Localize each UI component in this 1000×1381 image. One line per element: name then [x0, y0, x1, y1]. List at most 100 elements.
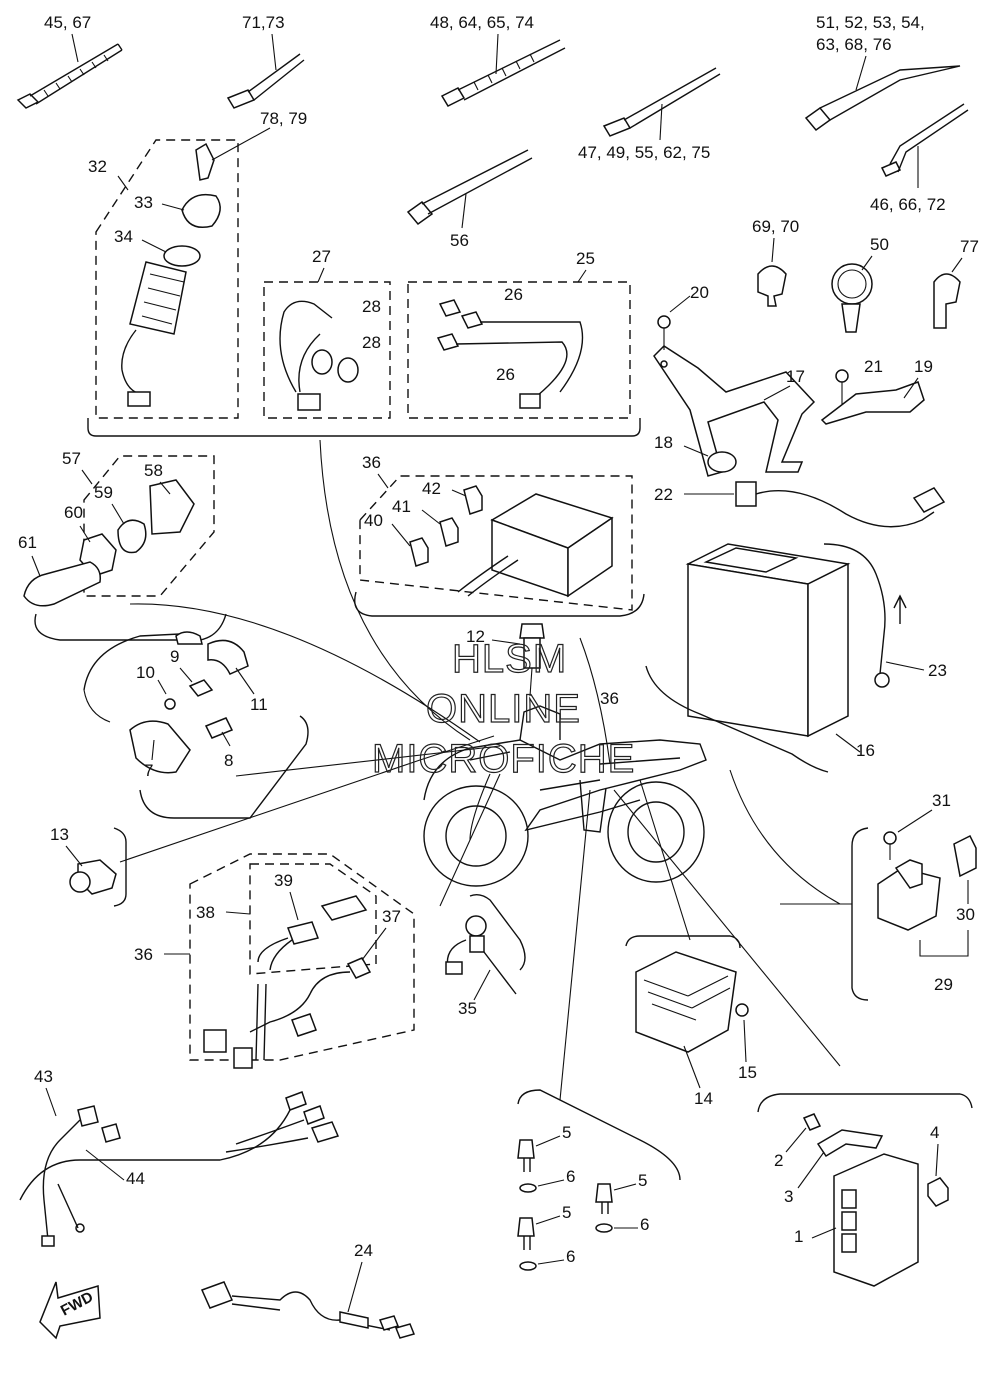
callout-24: 24 [354, 1241, 373, 1260]
harness-24 [200, 1281, 416, 1339]
callout-41: 41 [392, 497, 411, 516]
harness-43-44 [19, 1091, 340, 1247]
callout-58: 58 [144, 461, 163, 480]
callout-2: 2 [774, 1151, 783, 1170]
callout-28a: 28 [362, 297, 381, 316]
callout-39: 39 [274, 871, 293, 890]
callout-21: 21 [864, 357, 883, 376]
callout-4: 4 [930, 1123, 939, 1142]
cable-tie-45-67 [16, 43, 123, 109]
callout-22: 22 [654, 485, 673, 504]
bolts-5-washers-6 [517, 1139, 613, 1271]
callout-40: 40 [364, 511, 383, 530]
ignition-coil-group [83, 631, 249, 774]
callout-3: 3 [784, 1187, 793, 1206]
callout-63-68-76: 63, 68, 76 [816, 35, 892, 54]
band-50 [831, 263, 873, 333]
callout-35: 35 [458, 999, 477, 1018]
rectifier-regulator-14 [635, 951, 749, 1053]
callout-37: 37 [382, 907, 401, 926]
bolt-20 [657, 315, 671, 329]
callout-32: 32 [88, 157, 107, 176]
callout-43: 43 [34, 1067, 53, 1086]
callout-34: 34 [114, 227, 133, 246]
cable-tie-48-64-65-74 [440, 39, 566, 107]
battery-bracket-17 [653, 345, 925, 477]
callout-13: 13 [50, 825, 69, 844]
clip-77 [933, 273, 961, 329]
starter-relay-29 [877, 831, 977, 931]
callout-36c: 36 [134, 945, 153, 964]
cable-tie-47-49-55-62-75 [602, 67, 721, 137]
callout-36b: 36 [600, 689, 619, 708]
switch-13 [69, 859, 117, 895]
callout-50: 50 [870, 235, 889, 254]
callout-38: 38 [196, 903, 215, 922]
cable-tie-46-66-72 [880, 103, 969, 177]
watermark-line-3: MICROFICHE [372, 737, 635, 781]
watermark-line-1: HLSM [452, 637, 567, 681]
callout-46-66-72: 46, 66, 72 [870, 195, 946, 214]
battery-cable-23 [823, 543, 907, 688]
callout-7: 7 [144, 761, 153, 780]
callout-6c: 6 [566, 1247, 575, 1266]
callout-17: 17 [786, 367, 805, 386]
group-57 [23, 455, 215, 607]
callout-36a: 36 [362, 453, 381, 472]
callout-5c: 5 [562, 1203, 571, 1222]
callout-9: 9 [170, 647, 179, 666]
callout-27: 27 [312, 247, 331, 266]
callout-10: 10 [136, 663, 155, 682]
sub-harness-27 [263, 281, 391, 419]
callout-12: 12 [466, 627, 485, 646]
sub-harness-25 [407, 281, 631, 419]
callout-60: 60 [64, 503, 83, 522]
callout-15: 15 [738, 1063, 757, 1082]
callout-57: 57 [62, 449, 81, 468]
callout-6a: 6 [566, 1167, 575, 1186]
callout-28b: 28 [362, 333, 381, 352]
callout-30: 30 [956, 905, 975, 924]
screw-21 [835, 369, 849, 383]
callout-59: 59 [94, 483, 113, 502]
cable-tie-71-73 [226, 53, 305, 109]
callout-42: 42 [422, 479, 441, 498]
callout-45-67: 45, 67 [44, 13, 91, 32]
grommet-18 [707, 451, 737, 473]
battery-16 [685, 543, 851, 738]
callout-14: 14 [694, 1089, 713, 1108]
switch-35 [445, 915, 517, 995]
sensor-12 [519, 623, 545, 697]
callout-44: 44 [126, 1169, 145, 1188]
callout-20: 20 [690, 283, 709, 302]
callout-1: 1 [794, 1227, 803, 1246]
callout-51-52-53-54: 51, 52, 53, 54, [816, 13, 925, 32]
callout-47-49-55-62-75: 47, 49, 55, 62, 75 [578, 143, 710, 162]
callout-29: 29 [934, 975, 953, 994]
callout-16: 16 [856, 741, 875, 760]
cdi-unit-1 [802, 1113, 949, 1287]
clip-69-70 [757, 265, 787, 307]
sub-harness-group-36 [189, 853, 415, 1069]
fuse-box-group-36 [359, 475, 633, 611]
callout-78-79: 78, 79 [260, 109, 307, 128]
callout-26a: 26 [504, 285, 523, 304]
forward-direction-badge: FWD [39, 1281, 101, 1340]
callout-26b: 26 [496, 365, 515, 384]
callout-18: 18 [654, 433, 673, 452]
callout-31: 31 [932, 791, 951, 810]
callout-77: 77 [960, 237, 979, 256]
cable-tie-51-54-63-68-76 [804, 65, 961, 132]
callout-61: 61 [18, 533, 37, 552]
callout-71-73: 71,73 [242, 13, 285, 32]
callout-8: 8 [224, 751, 233, 770]
callout-19: 19 [914, 357, 933, 376]
fuse-lead-22 [735, 481, 946, 528]
callout-6b: 6 [640, 1215, 649, 1234]
watermark-line-2: ONLINE [426, 687, 581, 731]
callout-5b: 5 [638, 1171, 647, 1190]
callout-23: 23 [928, 661, 947, 680]
cable-tie-56 [406, 149, 533, 226]
main-switch-group-32 [95, 139, 239, 419]
